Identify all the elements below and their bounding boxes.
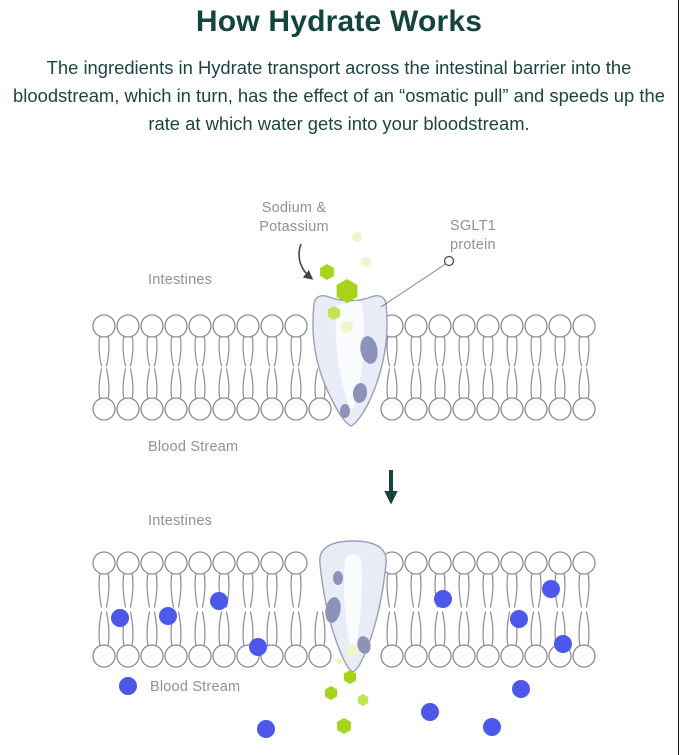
water-molecule: [434, 590, 452, 608]
label-sodium-potassium: Sodium & Potassium: [259, 200, 329, 236]
sglt1-pointer-dot: [443, 255, 455, 267]
water-molecule: [542, 580, 560, 598]
electrolyte-dot: [346, 644, 358, 656]
sodium-potassium-hexagon: [337, 718, 351, 734]
water-molecule: [159, 607, 177, 625]
sodium-pointer-arrow: [298, 243, 314, 280]
page-title: How Hydrate Works: [195, 5, 483, 38]
water-molecule: [512, 680, 530, 698]
sglt1-pointer-line: [380, 262, 448, 308]
annotations: [298, 243, 455, 308]
particles-bottom: [111, 580, 572, 738]
water-molecule: [119, 677, 137, 695]
label-intestines-top: Intestines: [148, 272, 213, 288]
electrolyte-dot: [336, 657, 344, 665]
membrane-top: [92, 314, 596, 421]
sodium-potassium-hexagon: [324, 686, 338, 700]
label-blood-stream-bottom: Blood Stream: [150, 679, 241, 695]
description-text: The ingredients in Hydrate transport acr…: [13, 57, 665, 134]
sodium-potassium-hexagon: [320, 264, 334, 280]
label-blood-stream-top: Blood Stream: [148, 439, 239, 455]
water-molecule: [421, 703, 439, 721]
water-molecule: [111, 609, 129, 627]
sglt1-protein-bottom: [319, 540, 387, 673]
particles-top: [320, 232, 371, 333]
water-molecule: [483, 718, 501, 736]
water-molecule: [210, 592, 228, 610]
sodium-potassium-hexagon: [357, 694, 369, 706]
sodium-potassium-hexagon: [343, 670, 357, 684]
water-molecule: [249, 638, 267, 656]
water-molecule: [257, 720, 275, 738]
membrane-bottom: [92, 551, 596, 668]
label-intestines-bottom: Intestines: [148, 513, 213, 529]
sodium-potassium-hexagon: [336, 279, 358, 303]
water-molecule: [510, 610, 528, 628]
sodium-potassium-hexagon: [327, 306, 341, 320]
electrolyte-dot: [352, 232, 362, 242]
sglt1-protein-top: [312, 295, 388, 427]
water-molecule: [554, 635, 572, 653]
electrolyte-dot: [361, 257, 371, 267]
electrolyte-dot: [341, 321, 353, 333]
label-sglt1-protein: SGLT1 protein: [450, 218, 496, 254]
